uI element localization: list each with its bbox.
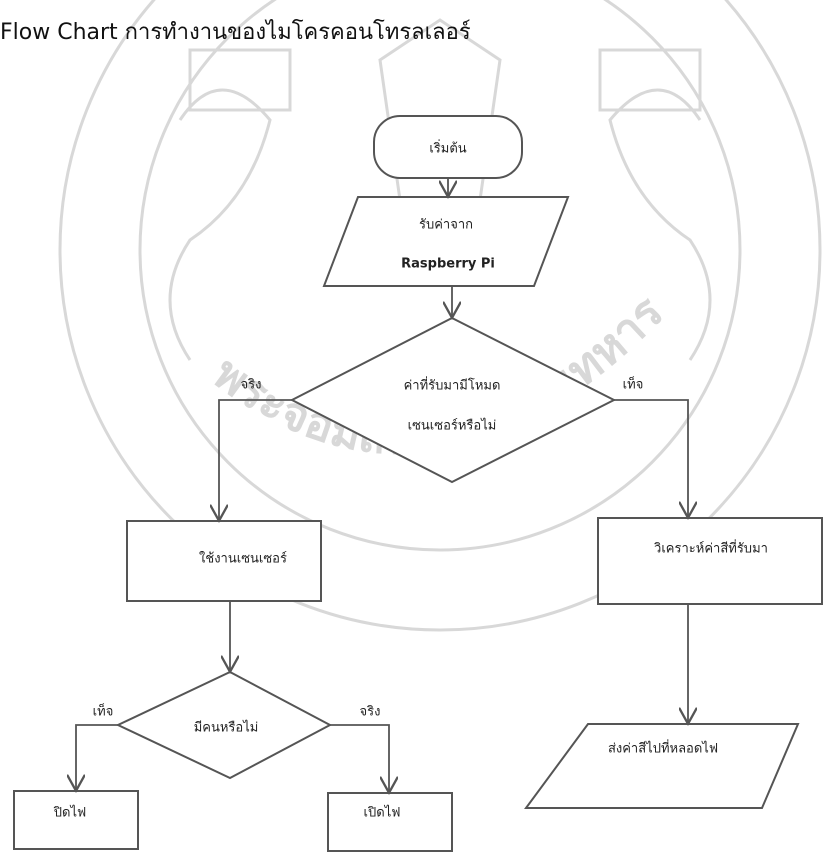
- edge-label-sensor-false: เท็จ: [622, 377, 644, 393]
- page-title: Flow Chart การทำงานของไมโครคอนโทรลเลอร์: [0, 20, 471, 45]
- seal-outer-ring: [58, 0, 822, 632]
- decision-sensor-label-line1: ค่าที่รับมามีโหมด: [403, 378, 501, 394]
- decision-person-label: มีคนหรือไม่: [193, 720, 259, 736]
- use-sensor-label: ใช้งานเซนเซอร์: [199, 551, 287, 567]
- input-label-line2: Raspberry Pi: [401, 256, 495, 272]
- seal-tier-right: [598, 48, 702, 112]
- lights-on-process: [327, 792, 453, 852]
- seal-ornament-right: [608, 88, 712, 361]
- send-color-label: ส่งค่าสีไปที่หลอดไฟ: [607, 741, 719, 757]
- input-parallelogram: [322, 196, 570, 287]
- decision-sensor-diamond: [289, 316, 617, 484]
- send-color-parallelogram: [524, 723, 800, 809]
- input-label-line1: รับค่าจาก: [418, 217, 474, 233]
- analyze-color-label: วิเคราะห์ค่าสีที่รับมา: [654, 541, 768, 557]
- connector-person-true: [330, 724, 389, 791]
- use-sensor-process: [126, 520, 322, 602]
- lights-on-label: เปิดไฟ: [363, 805, 401, 821]
- lights-off-label: ปิดไฟ: [53, 805, 87, 821]
- decision-person-diamond: [115, 670, 333, 780]
- decision-sensor-label-line2: เซนเซอร์หรือไม่: [407, 418, 497, 434]
- connector-person-false: [76, 724, 118, 789]
- connector-sensor-true: [219, 399, 292, 519]
- edge-label-person-true: จริง: [359, 704, 381, 720]
- seal-tier-left: [188, 48, 292, 112]
- analyze-color-process: [597, 517, 823, 605]
- lights-off-process: [13, 790, 139, 850]
- edge-label-sensor-true: จริง: [240, 377, 262, 393]
- start-label: เริ่มต้น: [429, 141, 467, 157]
- connector-sensor-false: [614, 399, 688, 516]
- edge-label-person-false: เท็จ: [92, 704, 114, 720]
- seal-inner-ring: [138, 0, 742, 552]
- seal-ornament-left: [168, 88, 272, 361]
